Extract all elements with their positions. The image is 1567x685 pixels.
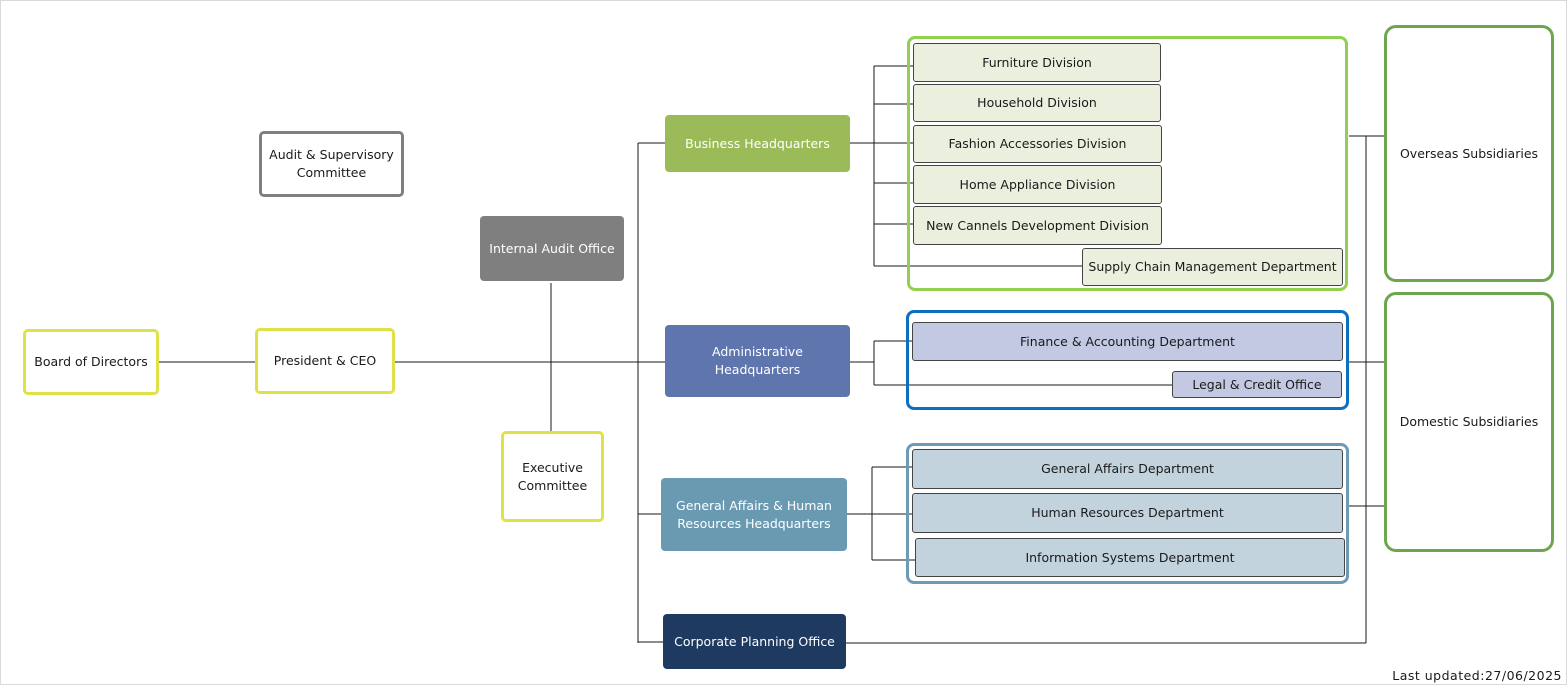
admin-hq-box: Administrative Headquarters [665, 325, 850, 397]
board-of-directors-label: Board of Directors [34, 354, 148, 369]
overseas-subsidiaries-box: Overseas Subsidiaries [1384, 25, 1554, 282]
ga-department-label: Human Resources Department [1031, 505, 1224, 520]
ga-department-box: General Affairs Department [912, 449, 1343, 489]
ga-department-box: Human Resources Department [912, 493, 1343, 533]
admin-department-label: Finance & Accounting Department [1020, 333, 1235, 349]
admin-department-box: Legal & Credit Office [1172, 371, 1342, 398]
division-box: Home Appliance Division [913, 165, 1162, 204]
ga-hr-hq-label: General Affairs & Human Resources Headqu… [676, 497, 832, 531]
division-label: Supply Chain Management Department [1088, 259, 1337, 274]
admin-department-box: Finance & Accounting Department [912, 322, 1343, 361]
division-box: Household Division [913, 84, 1161, 122]
ga-department-label: Information Systems Department [1025, 549, 1235, 565]
last-updated-text: Last updated:27/06/2025 [1392, 668, 1562, 683]
ga-department-label: General Affairs Department [1041, 461, 1214, 476]
business-hq-box: Business Headquarters [665, 115, 850, 172]
president-ceo-box: President & CEO [255, 328, 395, 394]
corporate-planning-box: Corporate Planning Office [663, 614, 846, 669]
corporate-planning-label: Corporate Planning Office [674, 633, 835, 649]
division-box: New Cannels Development Division [913, 206, 1162, 245]
audit-committee-label: Audit & Supervisory Committee [269, 147, 394, 180]
domestic-subsidiaries-box: Domestic Subsidiaries [1384, 292, 1554, 552]
division-label: Home Appliance Division [959, 176, 1116, 192]
division-box: Furniture Division [913, 43, 1161, 82]
admin-group-frame [906, 310, 1349, 410]
overseas-subsidiaries-label: Overseas Subsidiaries [1399, 145, 1539, 161]
business-group-frame [907, 36, 1348, 291]
executive-committee-label: Executive Committee [517, 459, 588, 493]
executive-committee-box: Executive Committee [501, 431, 604, 522]
division-label: Furniture Division [982, 54, 1092, 70]
admin-hq-label: Administrative Headquarters [712, 344, 803, 377]
business-hq-label: Business Headquarters [685, 135, 830, 151]
internal-audit-office-label: Internal Audit Office [489, 240, 615, 256]
division-box: Supply Chain Management Department [1082, 248, 1343, 286]
internal-audit-office-box: Internal Audit Office [480, 216, 624, 281]
president-ceo-label: President & CEO [273, 353, 377, 368]
admin-department-label: Legal & Credit Office [1192, 376, 1322, 392]
division-label: New Cannels Development Division [926, 217, 1149, 233]
ga-department-box: Information Systems Department [915, 538, 1345, 577]
division-label: Household Division [977, 95, 1097, 110]
ga-group-frame [906, 443, 1349, 584]
division-label: Fashion Accessories Division [948, 136, 1127, 151]
board-of-directors-box: Board of Directors [23, 329, 159, 395]
division-box: Fashion Accessories Division [913, 125, 1162, 163]
audit-committee-box: Audit & Supervisory Committee [259, 131, 404, 197]
domestic-subsidiaries-label: Domestic Subsidiaries [1399, 414, 1539, 429]
ga-hr-hq-box: General Affairs & Human Resources Headqu… [661, 478, 847, 551]
